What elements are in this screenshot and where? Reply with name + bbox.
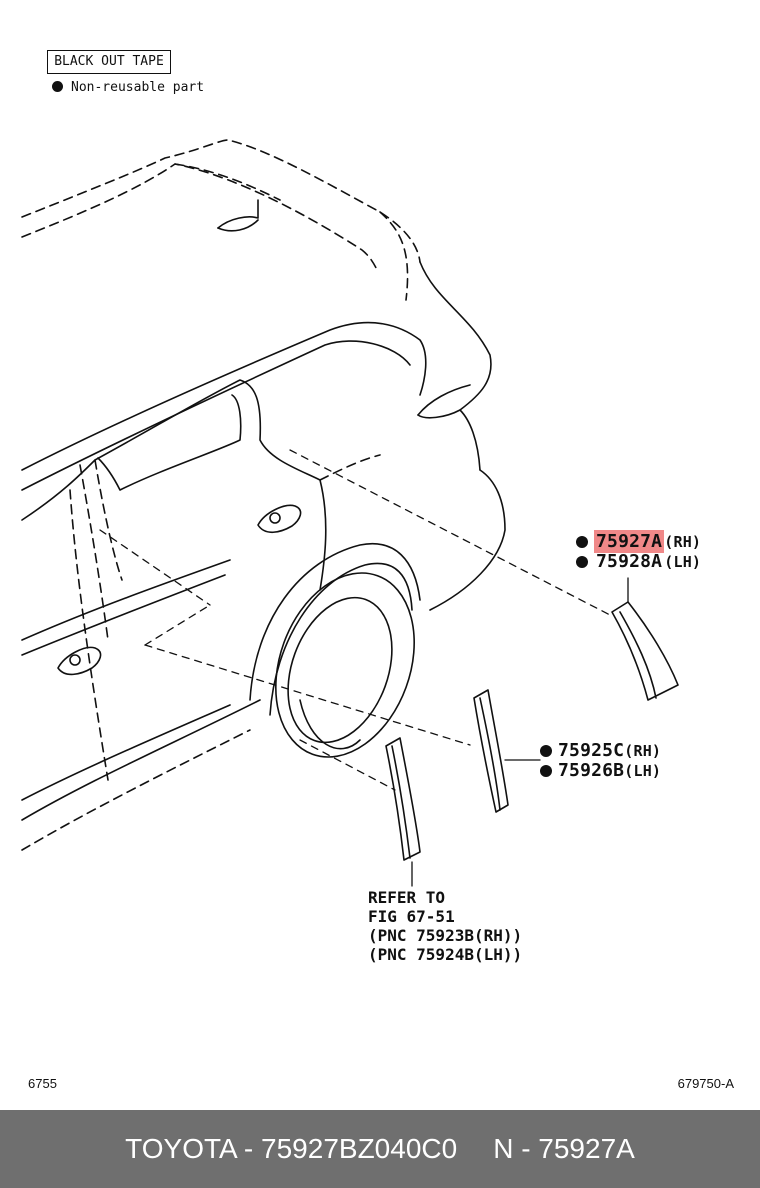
footer-bar: TOYOTA - 75927BZ040C0 N - 75927A [0, 1110, 760, 1188]
non-reusable-dot-icon [576, 556, 588, 568]
side-label: (RH) [624, 742, 662, 760]
refer-line-3: (PNC 75923B(RH)) [368, 926, 523, 945]
side-label: (LH) [664, 553, 702, 571]
part-number-highlighted[interactable]: 75927A [594, 530, 665, 553]
callout-75926b[interactable]: 75926B(LH) [540, 761, 661, 781]
non-reusable-dot-icon [540, 765, 552, 777]
part-front-tape [385, 737, 421, 861]
part-number[interactable]: 75928A [596, 551, 663, 572]
non-reusable-dot-icon [540, 745, 552, 757]
legend-text: Non-reusable part [71, 80, 205, 95]
refer-note: REFER TO FIG 67-51 (PNC 75923B(RH)) (PNC… [368, 888, 522, 964]
leader-lines [99, 449, 611, 791]
door-handle-rear [257, 504, 302, 534]
footer-pnc: N - 75927A [493, 1133, 635, 1164]
side-label: (LH) [624, 762, 662, 780]
part-number[interactable]: 75926B [558, 760, 625, 781]
footer-part-number: TOYOTA - 75927BZ040C0 [125, 1133, 458, 1164]
part-center-tape [473, 689, 509, 813]
refer-line-1: REFER TO [368, 888, 446, 907]
side-label: (RH) [664, 533, 702, 551]
non-reusable-dot-icon [576, 536, 588, 548]
roof-outline [21, 139, 421, 301]
door-edges [21, 454, 381, 851]
figure-code-right: 679750-A [677, 1076, 734, 1091]
refer-line-2[interactable]: FIG 67-51 [368, 907, 455, 926]
callout-leaders [411, 577, 629, 887]
refer-line-4: (PNC 75924B(LH)) [368, 945, 523, 964]
non-reusable-dot-icon [52, 81, 63, 92]
legend: Non-reusable part [52, 79, 204, 97]
callout-75928a[interactable]: 75928A(LH) [576, 552, 701, 572]
diagram-title: BLACK OUT TAPE [47, 50, 171, 74]
callout-75925c[interactable]: 75925C(RH) [540, 741, 661, 761]
part-number[interactable]: 75925C [558, 740, 625, 761]
part-rear-tape [611, 601, 679, 701]
callout-75927a[interactable]: 75927A(RH) [576, 530, 702, 553]
vehicle-diagram [21, 139, 679, 887]
figure-code-left: 6755 [28, 1076, 57, 1091]
spoiler-detail [217, 199, 492, 471]
door-handle-front [57, 646, 102, 676]
rear-wheel [249, 543, 421, 758]
body-outline [21, 321, 506, 821]
